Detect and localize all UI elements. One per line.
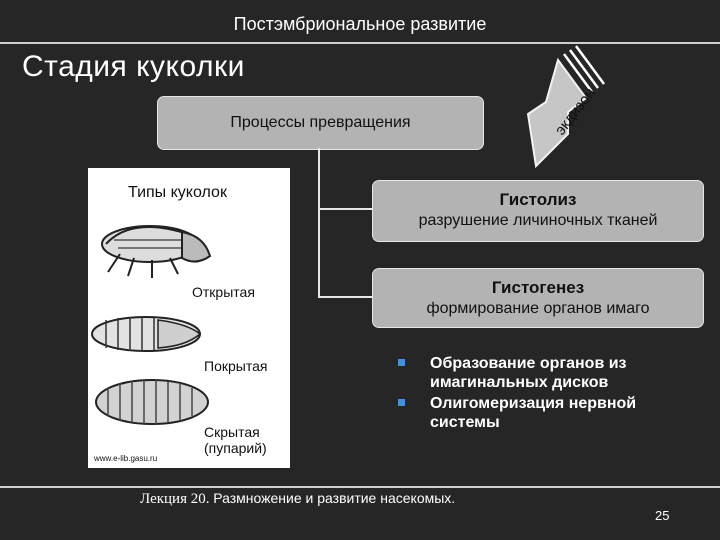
bullet-list: Образование органов из имагинальных диск… xyxy=(398,354,698,434)
pupa-type-open: Открытая xyxy=(192,284,255,300)
histogenesis-box: Гистогенез формирование органов имаго xyxy=(372,268,704,328)
process-box: Процессы превращения xyxy=(157,96,484,150)
bullet-square-icon xyxy=(398,359,405,366)
bullet-text: Олигомеризация нервной системы xyxy=(430,395,637,431)
bullet-text: Образование органов из имагинальных диск… xyxy=(430,355,627,391)
top-title: Постэмбриональное развитие xyxy=(233,14,487,34)
histolysis-title: Гистолиз xyxy=(499,190,577,209)
pupa-types-panel: Типы куколок Открытая Покрытая Скрытая (… xyxy=(88,168,290,468)
footer-course: Размножение и развитие насекомых. xyxy=(213,490,456,506)
page-number: 25 xyxy=(655,508,670,523)
footer: Лекция 20. Размножение и развитие насеко… xyxy=(140,490,455,508)
histolysis-subtitle: разрушение личиночных тканей xyxy=(418,212,658,229)
connector-histolysis xyxy=(318,208,372,210)
bottom-divider xyxy=(0,486,720,488)
top-divider xyxy=(0,42,720,44)
histogenesis-title: Гистогенез xyxy=(491,278,585,297)
connector-histogenesis xyxy=(318,296,372,298)
arrow-stripe xyxy=(568,49,600,89)
connector-vertical xyxy=(318,148,320,298)
covered-pupa-image xyxy=(91,316,202,352)
bullet-square-icon xyxy=(398,399,405,406)
histogenesis-subtitle: формирование органов имаго xyxy=(426,300,650,317)
bullet-item: Образование органов из имагинальных диск… xyxy=(398,354,698,392)
watermark-text: www.e-lib.gasu.ru xyxy=(94,454,158,463)
open-pupa-image xyxy=(101,225,212,278)
slide-title: Стадия куколки xyxy=(22,50,245,83)
bullet-item: Олигомеризация нервной системы xyxy=(398,394,698,432)
arrow-shape xyxy=(526,57,588,168)
pupa-type-coarctate: Скрытая (пупарий) xyxy=(204,424,267,456)
pupa-type-covered: Покрытая xyxy=(204,358,268,374)
coarctate-pupa-image xyxy=(95,379,209,425)
arrow-stripe xyxy=(574,45,606,85)
pupa-panel-title: Типы куколок xyxy=(128,184,227,201)
footer-lecture: Лекция 20. xyxy=(140,491,210,507)
histolysis-box: Гистолиз разрушение личиночных тканей xyxy=(372,180,704,242)
process-label: Процессы превращения xyxy=(230,114,411,131)
arrow-stripe xyxy=(562,53,594,93)
ecdysone-arrow: экдизон xyxy=(526,45,606,168)
